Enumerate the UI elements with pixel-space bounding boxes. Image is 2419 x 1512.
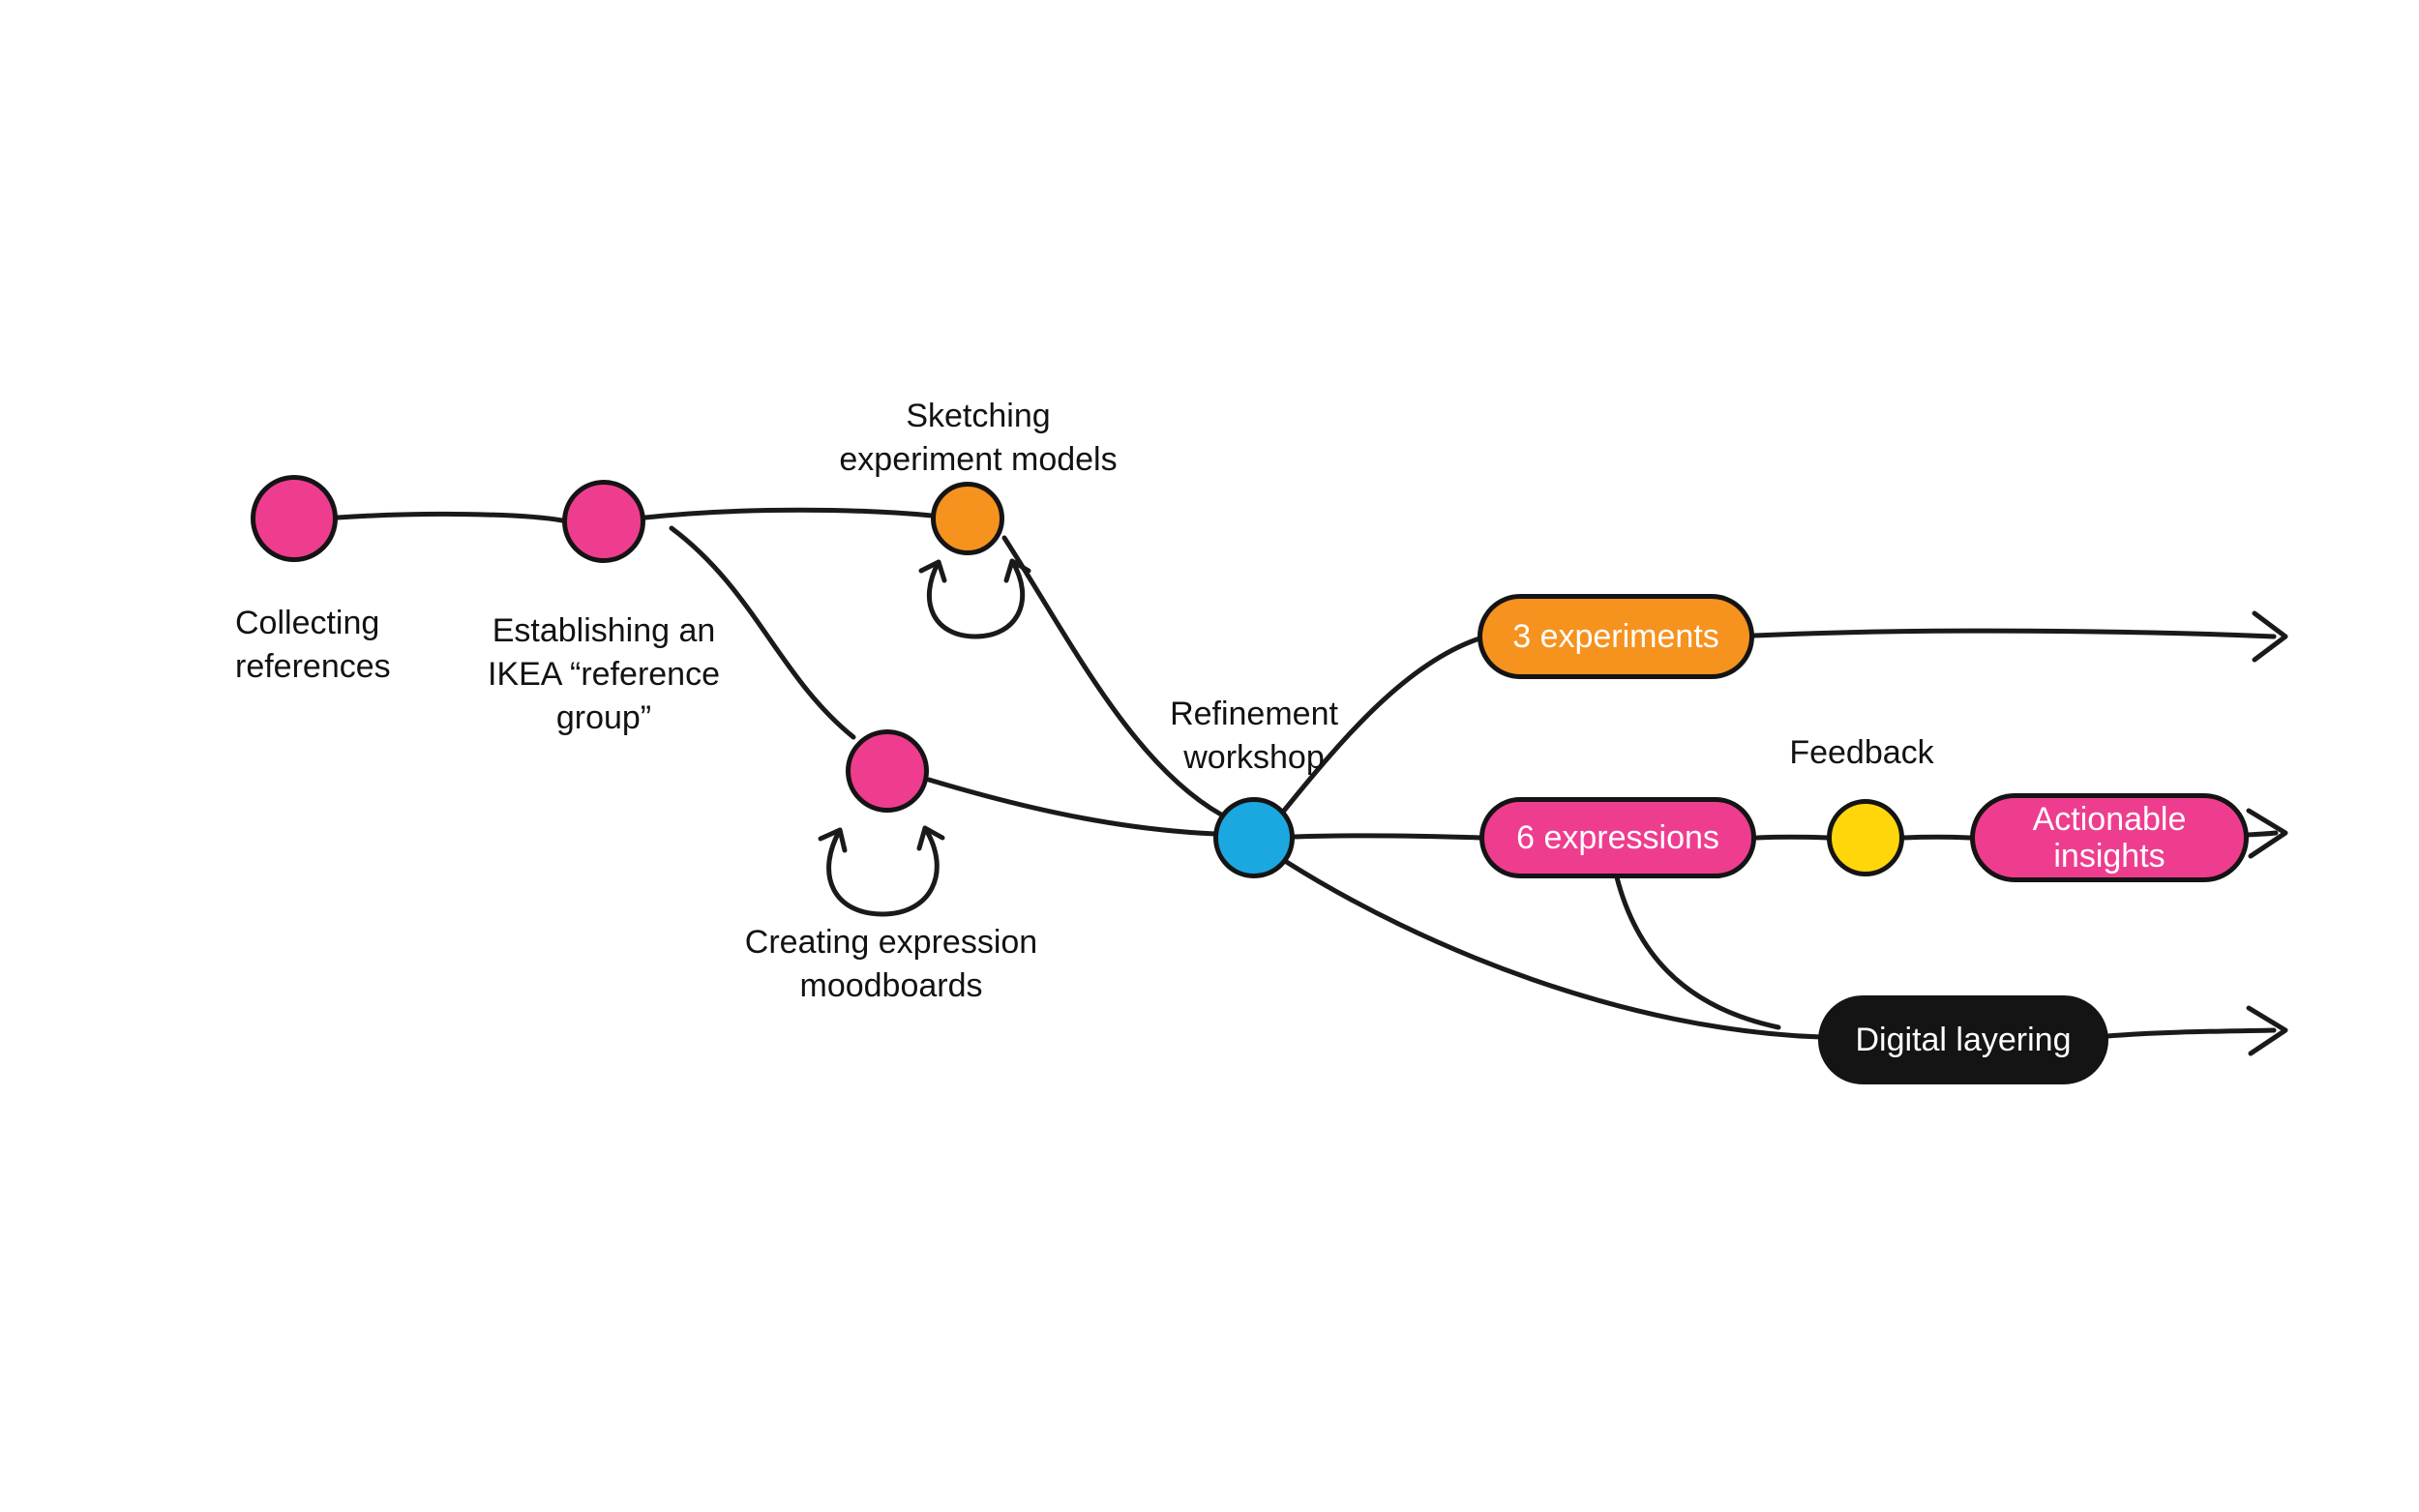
edge-collecting-to-group	[335, 511, 565, 523]
edge-workshop-to-expressions	[1292, 833, 1484, 841]
label-reference-group: Establishing an IKEA “reference group”	[487, 612, 721, 736]
label-refinement-workshop: Refinement workshop	[1170, 696, 1338, 776]
node-reference-group	[562, 480, 645, 563]
edge-expressions-to-digital	[1614, 875, 1781, 1030]
node-sketching-models	[931, 482, 1004, 555]
loop-arrow-left	[818, 827, 848, 853]
edges	[335, 507, 2279, 1040]
iteration-loop-moodboards	[818, 825, 945, 917]
pill-6-expressions: 6 expressions	[1479, 797, 1756, 878]
label-sketching-models: Sketching experiment models	[839, 398, 1118, 478]
arrowhead-actionable	[2246, 808, 2288, 859]
pill-actionable-insights: Actionable insights	[1970, 793, 2249, 882]
edge-expressions-to-feedback	[1754, 834, 1831, 841]
label-feedback: Feedback	[1789, 734, 1934, 771]
loop-arrow-right	[1003, 558, 1031, 583]
edge-sketching-to-workshop	[1001, 535, 1224, 817]
edge-moodboards-to-workshop	[926, 777, 1218, 837]
node-refinement-workshop	[1213, 797, 1295, 878]
node-feedback	[1827, 799, 1904, 876]
label-expression-moodboards: Creating expression moodboards	[744, 924, 1038, 1004]
iteration-loop-sketching	[918, 558, 1031, 639]
node-expression-moodboards	[846, 729, 929, 813]
edge-actionable-out	[2245, 830, 2279, 838]
pill-digital-layering: Digital layering	[1818, 995, 2108, 1084]
loop-arc	[927, 558, 1026, 639]
loop-arc	[826, 825, 940, 917]
pill-3-experiments: 3 experiments	[1478, 594, 1754, 679]
arrowhead-experiments	[2252, 610, 2288, 663]
loop-arrow-right	[916, 825, 945, 851]
edge-workshop-to-experiments	[1281, 636, 1482, 814]
arrowheads	[2246, 610, 2288, 1056]
edge-group-to-sketching	[642, 507, 935, 520]
edge-experiments-out	[1751, 628, 2277, 639]
loop-arrow-left	[918, 559, 947, 583]
edge-workshop-to-digital	[1282, 858, 1824, 1040]
edge-group-to-moodboards	[669, 525, 856, 740]
edge-digital-out	[2105, 1027, 2277, 1039]
label-collecting-references: Collecting references	[235, 605, 391, 685]
edge-feedback-to-actionable	[1900, 834, 1974, 841]
node-collecting-references	[251, 475, 338, 562]
arrowhead-digital	[2246, 1005, 2288, 1056]
